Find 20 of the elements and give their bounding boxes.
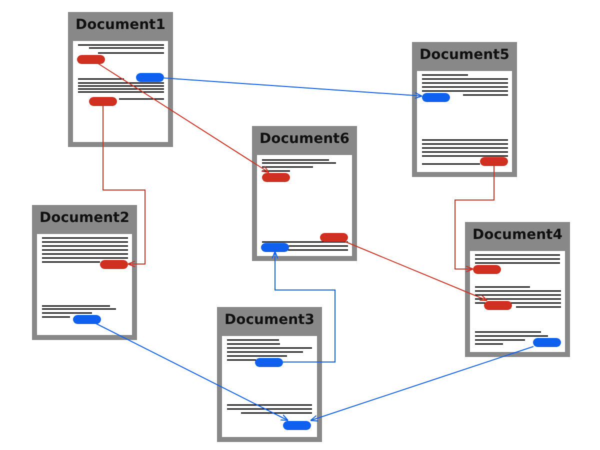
arrow [95, 323, 289, 422]
arrow [164, 77, 423, 99]
document-card [412, 42, 517, 177]
document-card [465, 222, 570, 357]
document-title: Document4 [472, 227, 564, 243]
arrow [310, 346, 534, 422]
arrow [344, 241, 488, 302]
document-title: Document1 [74, 17, 166, 33]
document-card [217, 307, 322, 442]
document-title: Document2 [38, 210, 130, 226]
arrow [272, 250, 336, 362]
document-card [68, 12, 173, 147]
arrow [102, 105, 146, 268]
document-title: Document5 [418, 47, 510, 63]
arrow [454, 165, 494, 272]
document-title: Document6 [258, 131, 350, 147]
document-card [252, 126, 357, 261]
document-card [32, 205, 137, 340]
document-title: Document3 [224, 312, 316, 328]
arrow [98, 63, 270, 174]
